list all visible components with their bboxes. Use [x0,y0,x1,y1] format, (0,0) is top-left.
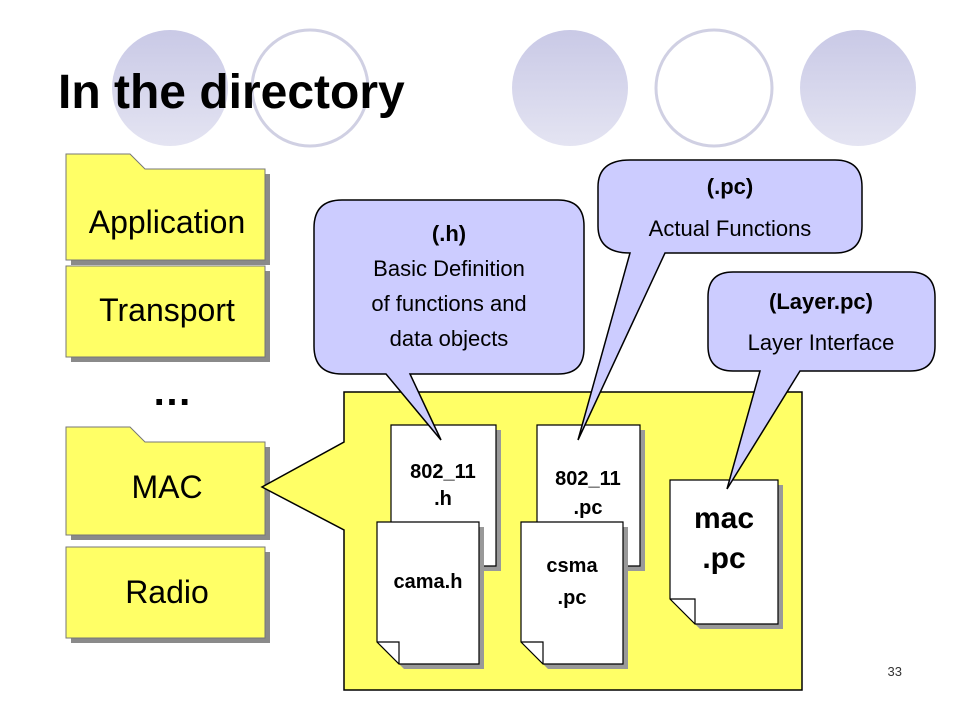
file-cama-h-line1: cama.h [394,571,463,593]
layers-ellipsis: … [152,370,192,414]
decor-circle-1 [112,30,228,146]
decor-circle-5 [800,30,916,146]
folder-mac: MAC [65,426,270,540]
file-mac-pc-line1: mac [694,502,754,535]
decor-circle-3 [512,30,628,146]
folder-label-radio: Radio [125,574,209,610]
callout-layer-line-1: Layer Interface [748,330,895,355]
callout-layer-interface: (Layer.pc) Layer Interface [707,271,936,490]
file-mac-pc-line2: .pc [702,542,745,575]
folder-label-transport: Transport [99,292,235,328]
callout-pc-files: (.pc) Actual Functions [577,159,863,441]
file-802-11-pc-line1: 802_11 [555,468,621,490]
callout-header-files: (.h) Basic Definition of functions and d… [313,199,585,441]
file-802-11-h-line2: .h [434,488,452,510]
callout-header-heading: (.h) [432,221,466,246]
file-csma-pc-line2: .pc [558,587,587,609]
file-802-11-h-line1: 802_11 [410,461,476,483]
callout-header-line-1: Basic Definition [373,256,525,281]
decorative-circles [112,28,916,148]
decor-circle-2 [250,28,370,148]
file-csma-pc-line1: csma [546,555,598,577]
slide-title: In the directory [58,66,405,119]
folder-radio: Radio [65,546,270,643]
folder-label-application: Application [89,204,246,240]
callout-pc-heading: (.pc) [707,174,753,199]
folder-transport: Transport [65,265,270,362]
callout-header-line-3: data objects [390,326,509,351]
folder-application: Application [65,153,270,265]
callout-header-line-2: of functions and [371,291,526,316]
file-802-11-pc-line2: .pc [574,497,603,519]
file-mac-pc: mac .pc [669,479,783,629]
file-cama-h: cama.h [376,521,484,669]
file-csma-pc: csma .pc [520,521,628,669]
decor-circle-4 [654,28,774,148]
callout-pc-line-1: Actual Functions [649,216,812,241]
callout-layer-heading: (Layer.pc) [769,289,873,314]
page-number: 33 [888,664,902,679]
folder-label-mac: MAC [131,469,202,505]
